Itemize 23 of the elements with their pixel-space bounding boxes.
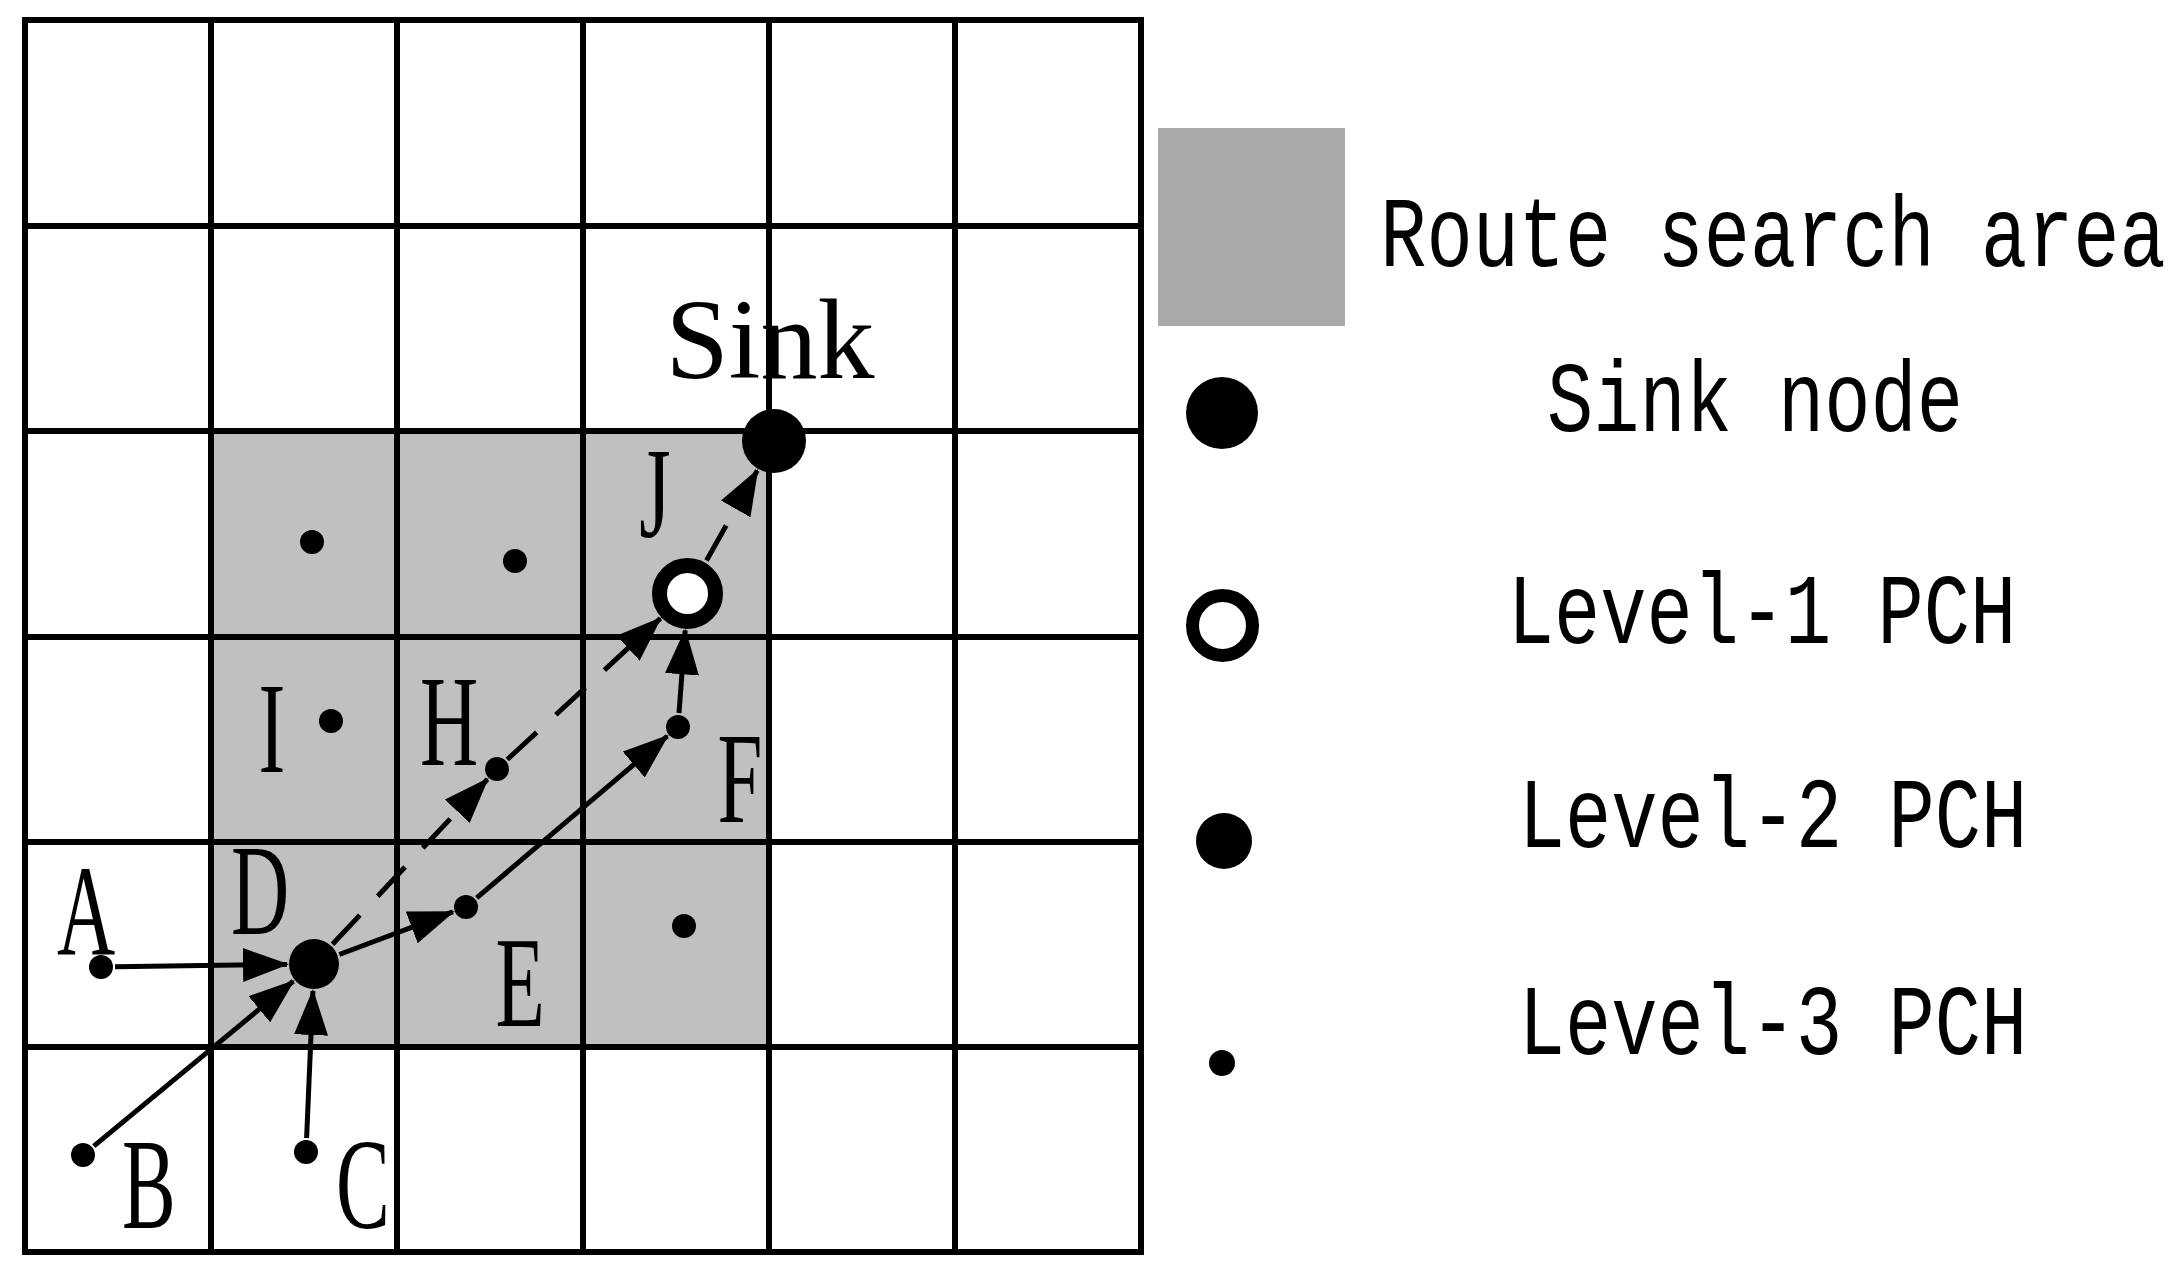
node-label: F <box>717 722 763 834</box>
node-label: H <box>419 665 479 777</box>
node-label: B <box>122 1128 176 1240</box>
arrow <box>338 909 455 957</box>
node-label: A <box>56 855 116 967</box>
node-label: E <box>495 926 545 1038</box>
legend-label: Level-3 PCH <box>1518 976 2028 1078</box>
legend-label: Level-2 PCH <box>1518 769 2028 871</box>
legend-label: Sink node <box>1547 353 1963 455</box>
arrow <box>114 948 289 982</box>
dashed-arrow <box>704 468 760 562</box>
node-label: I <box>258 672 286 784</box>
arrow <box>475 734 669 900</box>
node-label: D <box>230 834 290 946</box>
node-label: C <box>336 1128 390 1240</box>
node-label: J <box>639 437 671 549</box>
arrow <box>664 628 699 714</box>
legend-label: Route search area <box>1380 188 2166 290</box>
dashed-arrow <box>330 777 490 946</box>
arrow <box>294 989 328 1139</box>
arrow <box>92 979 295 1149</box>
dashed-arrow <box>505 616 663 762</box>
legend-label: Level-1 PCH <box>1507 565 2017 667</box>
